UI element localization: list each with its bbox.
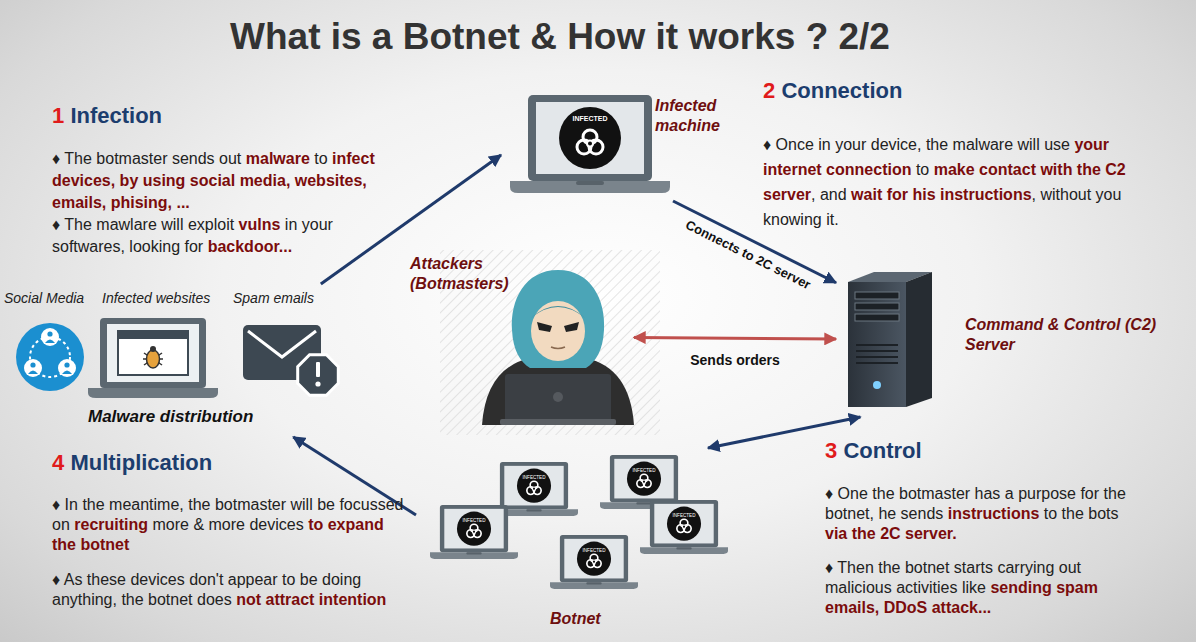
spam-email-icon: [243, 325, 338, 395]
bullet-text: ♦ Then the botnet starts carrying out ma…: [825, 558, 1143, 618]
bot-laptop-icon: [640, 500, 728, 554]
server-label: Command & Control (C2) Server: [965, 315, 1177, 355]
server-tower: [848, 272, 932, 407]
key-phrase: instructions: [948, 505, 1040, 522]
botnet-laptops: [430, 455, 728, 589]
infected-machine: Infected machine INFECTED: [505, 92, 745, 197]
edge-label: Connects to 2C server: [683, 217, 814, 293]
botnet-group: Botnet INFECTED INFECTED INFECTED INFECTED IN…: [420, 452, 740, 632]
machine-label: Infected machine: [655, 96, 743, 136]
step-title: Infection: [70, 103, 162, 128]
bullet-phrase: to: [916, 161, 929, 178]
key-phrase: not attract intention: [236, 591, 386, 608]
infected-laptop: INFECTED: [600, 455, 688, 511]
step-number: 2: [763, 78, 775, 103]
bullet-column: ♦ One the botmaster has a purpose for th…: [825, 484, 1143, 618]
icon-caption: Infected websites: [102, 290, 222, 307]
key-phrase: backdoor...: [208, 238, 292, 255]
bot-laptop-icon: [550, 535, 638, 589]
screen-label: INFECTED: [583, 548, 606, 553]
screen-label: INFECTED: [463, 518, 486, 523]
infected-laptop-icon: [510, 95, 670, 193]
infected-laptop: INFECTED: [430, 505, 518, 561]
step-title: Connection: [781, 78, 902, 103]
infected-laptop: INFECTED: [550, 535, 638, 591]
bullet-phrase: to: [314, 150, 327, 167]
infected-website-icon: [88, 318, 218, 398]
step-number: 1: [52, 103, 64, 128]
step-title: Multiplication: [70, 450, 212, 475]
distribution-group: Malware distribution Social Media Infected…: [0, 288, 345, 433]
bot-laptop-icon: [430, 505, 518, 559]
c2-server: Command & Control (C2) Server: [840, 265, 1180, 413]
bullet-column: ♦ In the meantime, the botmaster will be…: [52, 495, 412, 610]
screen-label: INFECTED: [523, 475, 546, 480]
channel-icon: Infected websites: [98, 288, 224, 400]
section-heading: 4 Multiplication: [52, 450, 212, 476]
step-number: 4: [52, 450, 64, 475]
bullet-phrase: , and: [811, 186, 847, 203]
infected-laptop: INFECTED: [490, 462, 578, 518]
attacker-label: Attackers (Botmasters): [410, 254, 518, 294]
screen-label: INFECTED: [673, 513, 696, 518]
page-title: What is a Botnet & How it works ? 2/2: [0, 14, 1120, 60]
bullet-text: ♦ One the botmaster has a purpose for th…: [825, 484, 1143, 544]
bullet-phrase: ♦ The mawlare will exploit: [52, 216, 234, 233]
botnet-label: Botnet: [550, 609, 630, 629]
bullet-phrase: more & more devices: [153, 516, 304, 533]
section-heading: 1 Infection: [52, 103, 162, 129]
key-phrase: wait for his instructions: [851, 186, 1031, 203]
bullet-text: ♦ In the meantime, the botmaster will be…: [52, 495, 412, 555]
bullet-column: ♦ Once in your device, the malware will …: [763, 132, 1158, 232]
section-heading: 3 Control: [825, 438, 922, 464]
channel-icon: Social Media: [0, 288, 96, 400]
bullet-phrase: ♦ The botmaster sends out: [52, 150, 241, 167]
group-label: Malware distribution: [88, 406, 318, 427]
social-media-icon: [16, 323, 84, 391]
infected-laptop: INFECTED: [640, 500, 728, 556]
step-title: Control: [843, 438, 921, 463]
step-number: 3: [825, 438, 837, 463]
attacker-figure: Attackers (Botmasters): [405, 250, 630, 425]
bullet-text: ♦ The mawlare will exploit vulns in your…: [52, 214, 382, 258]
screen-label: INFECTED: [573, 115, 608, 123]
bullet-phrase: ♦ Once in your device, the malware will …: [763, 136, 1070, 153]
bullet-column: ♦ The botmaster sends out malware to inf…: [52, 148, 382, 258]
key-phrase: vulns: [239, 216, 281, 233]
bullet-text: ♦ As these devices don't appear to be do…: [52, 570, 412, 610]
edge-label: Sends orders: [690, 352, 779, 369]
icon-caption: Spam emails: [233, 290, 341, 307]
screen-label: INFECTED: [633, 468, 656, 473]
bullet-text: ♦ The botmaster sends out malware to inf…: [52, 148, 382, 214]
connector-arrow: [634, 338, 836, 340]
section-heading: 2 Connection: [763, 78, 902, 104]
bullet-phrase: to the bots: [1044, 505, 1119, 522]
key-phrase: recruiting: [74, 516, 148, 533]
key-phrase: via the 2C server.: [825, 525, 957, 542]
key-phrase: malware: [246, 150, 310, 167]
connector-arrow: [708, 417, 860, 448]
bullet-text: ♦ Once in your device, the malware will …: [763, 132, 1158, 232]
icon-caption: Social Media: [4, 290, 94, 307]
hacker-figure: [482, 270, 634, 425]
channel-icon: Spam emails: [228, 288, 343, 400]
